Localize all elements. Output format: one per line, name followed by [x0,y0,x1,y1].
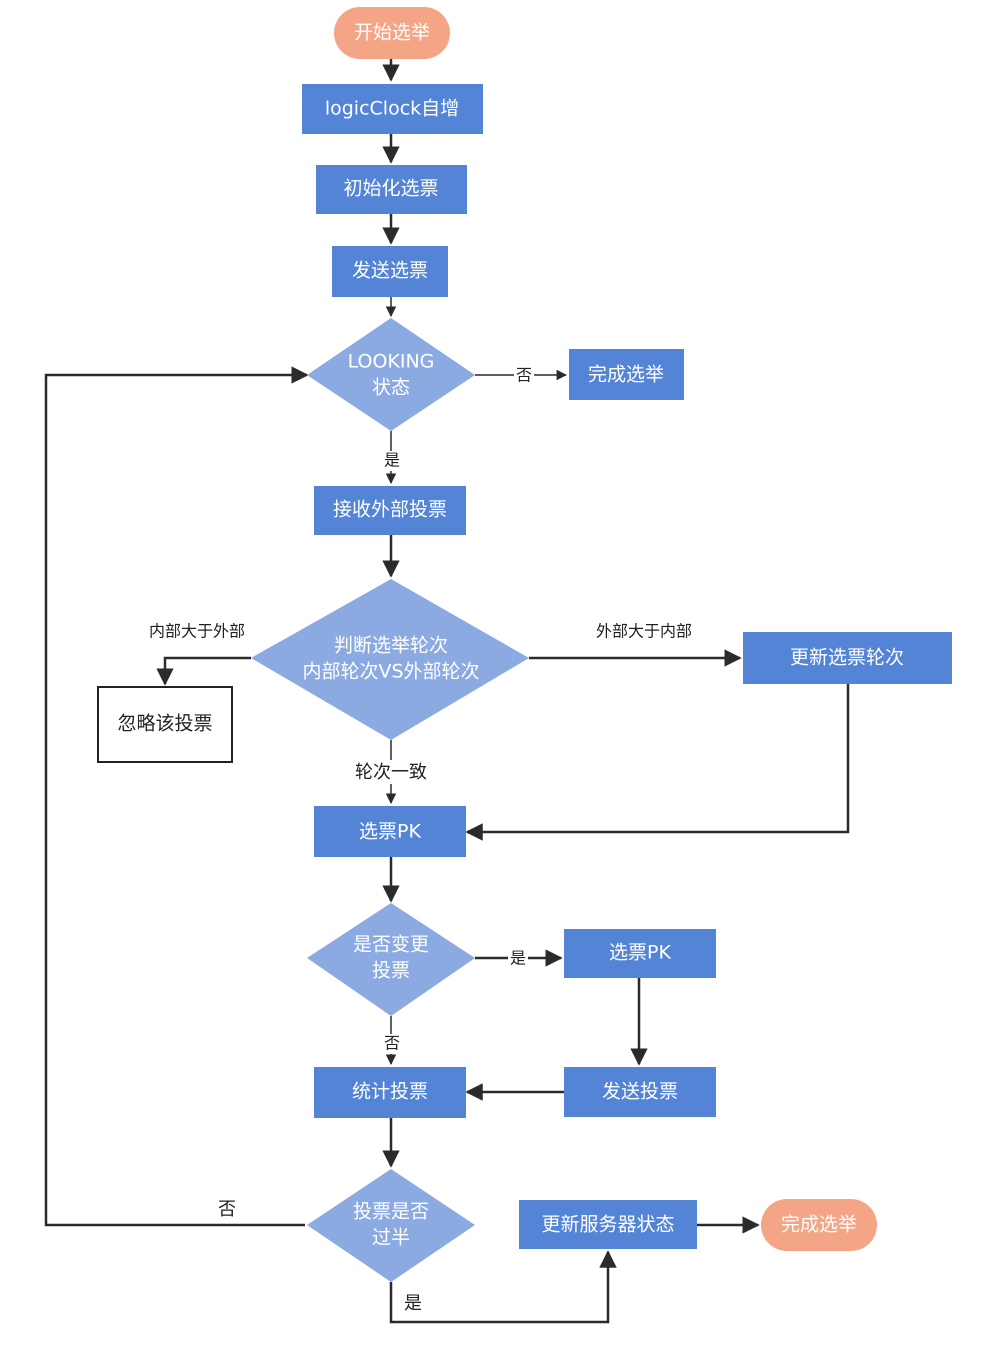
label-looking-yes: 是 [384,451,400,470]
update-round-label: 更新选票轮次 [790,647,904,669]
logicclock-label: logicClock自增 [325,98,459,120]
count-votes-label: 统计投票 [352,1081,428,1103]
ignore-vote-box: 忽略该投票 [97,686,233,763]
majority-label-line1: 投票是否 [353,1201,429,1223]
label-internal-greater: 内部大于外部 [149,622,245,641]
vote-pk-box-1: 选票PK [314,806,466,857]
change-label-line1: 是否变更 [353,934,429,956]
label-looking-no: 否 [516,366,532,385]
init-vote-label: 初始化选票 [343,178,438,200]
ignore-vote-label: 忽略该投票 [117,713,212,735]
label-round-equal: 轮次一致 [355,762,427,783]
vote-pk-label-1: 选票PK [359,821,421,843]
looking-label-line2: 状态 [372,377,410,399]
update-round-box: 更新选票轮次 [743,632,952,684]
label-change-no: 否 [384,1034,400,1053]
vote-pk-label-2: 选票PK [609,942,671,964]
logicclock-box: logicClock自增 [302,84,483,134]
start-label: 开始选举 [354,22,430,44]
receive-external-box: 接收外部投票 [314,486,466,535]
looking-label-line1: LOOKING [348,351,435,373]
judge-label-line1: 判断选举轮次 [334,635,448,657]
edge-majority-update-server [389,1250,617,1324]
receive-external-label: 接收外部投票 [333,499,447,521]
label-change-yes: 是 [510,949,526,968]
start-terminal: 开始选举 [334,7,450,59]
update-server-state-box: 更新服务器状态 [519,1200,697,1249]
edge-majority-loop [44,366,309,1227]
finish-election-label-1: 完成选举 [588,364,664,386]
change-vote-decision: 是否变更 投票 [307,903,475,1016]
send-vote-box: 发送选票 [332,246,448,297]
majority-decision: 投票是否 过半 [307,1169,475,1282]
finish-election-label-2: 完成选举 [781,1214,857,1236]
edge-judge-ignore [156,656,251,686]
label-majority-yes: 是 [404,1293,422,1314]
judge-round-decision: 判断选举轮次 内部轮次VS外部轮次 [251,579,529,740]
update-server-state-label: 更新服务器状态 [541,1214,674,1236]
looking-decision: LOOKING 状态 [307,318,475,431]
init-vote-box: 初始化选票 [316,165,467,214]
count-votes-box: 统计投票 [314,1067,466,1118]
send-votes-label: 发送投票 [602,1081,678,1103]
change-label-line2: 投票 [372,960,410,982]
finish-terminal: 完成选举 [761,1199,877,1251]
vote-pk-box-2: 选票PK [564,929,716,978]
send-votes-box: 发送投票 [564,1067,716,1117]
majority-label-line2: 过半 [372,1227,410,1249]
finish-election-box-1: 完成选举 [569,349,684,400]
judge-label-line2: 内部轮次VS外部轮次 [302,661,479,683]
send-vote-label: 发送选票 [352,260,428,282]
edge-update-pk [465,684,850,841]
label-external-greater: 外部大于内部 [596,622,692,641]
label-majority-no: 否 [218,1199,236,1220]
